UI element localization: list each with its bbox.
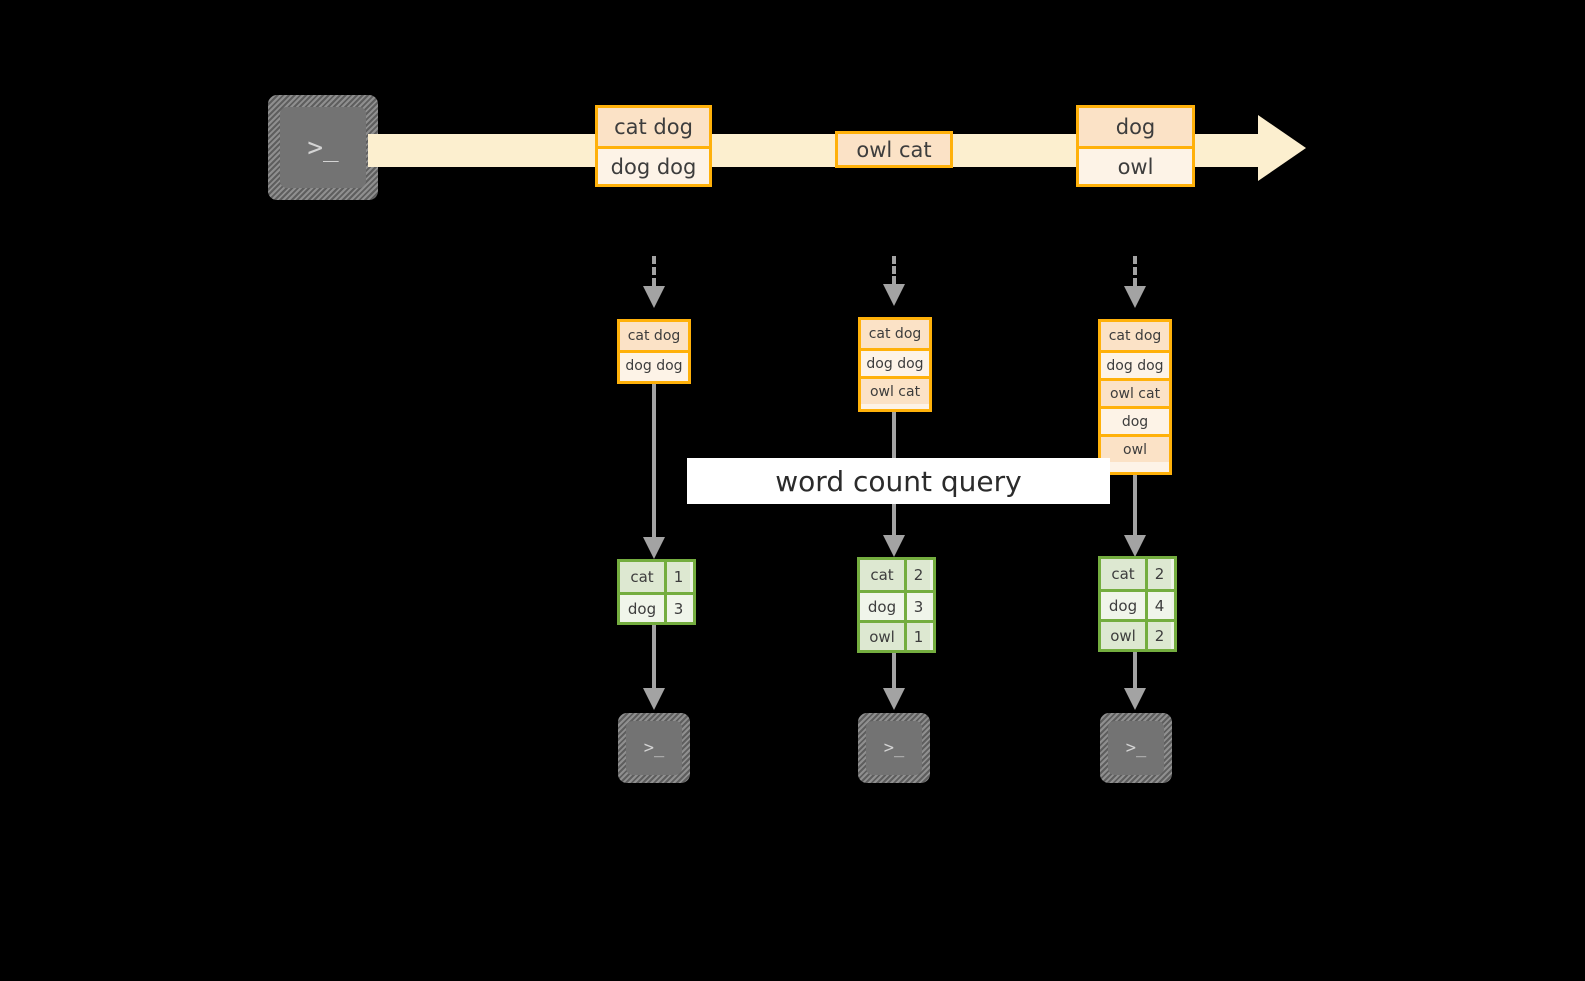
accumulated-event-line: owl cat xyxy=(1101,378,1169,406)
table-row: cat 2 xyxy=(860,560,933,590)
table-cell-count: 4 xyxy=(1145,592,1171,619)
snapshot-3-query-line xyxy=(1133,475,1137,537)
snapshot-3-trigger-arrowhead xyxy=(1124,286,1146,308)
snapshot-1-trigger-arrowhead xyxy=(643,286,665,308)
sink-terminal-glyph: >_ xyxy=(643,737,665,758)
accumulated-event-line: cat dog xyxy=(861,320,929,348)
source-terminal-glyph: >_ xyxy=(307,132,339,163)
stream-event-group-2: owl cat xyxy=(835,131,953,168)
table-cell-count: 2 xyxy=(1145,622,1171,649)
snapshot-1-sink-terminal-icon: >_ xyxy=(618,713,690,783)
table-row: owl 1 xyxy=(860,620,933,650)
table-cell-word: dog xyxy=(860,593,904,620)
table-cell-word: cat xyxy=(620,562,664,592)
accumulated-event-line: dog dog xyxy=(861,348,929,376)
table-cell-word: cat xyxy=(1101,559,1145,589)
table-row: dog 3 xyxy=(620,592,693,622)
snapshot-3-sink-terminal-icon: >_ xyxy=(1100,713,1172,783)
snapshot-2-sink-terminal-icon: >_ xyxy=(858,713,930,783)
snapshot-1-query-arrowhead xyxy=(643,537,665,559)
table-cell-word: dog xyxy=(620,595,664,622)
snapshot-3-result-table: cat 2 dog 4 owl 2 xyxy=(1098,556,1177,652)
accumulated-event-line: owl cat xyxy=(861,376,929,404)
accumulated-event-line: owl xyxy=(1101,434,1169,462)
snapshot-1-sink-line xyxy=(652,625,656,690)
stream-event-line: owl xyxy=(1079,146,1192,184)
table-cell-word: owl xyxy=(860,623,904,650)
stream-event-line: cat dog xyxy=(598,108,709,146)
snapshot-3-sink-line xyxy=(1133,652,1137,690)
table-row: cat 1 xyxy=(620,562,693,592)
snapshot-2-trigger-arrowhead xyxy=(883,284,905,306)
accumulated-event-line: cat dog xyxy=(1101,322,1169,350)
accumulated-event-line: dog xyxy=(1101,406,1169,434)
snapshot-2-accumulated-events: cat dog dog dog owl cat xyxy=(858,317,932,412)
snapshot-1-accumulated-events: cat dog dog dog xyxy=(617,319,691,384)
snapshot-2-sink-line xyxy=(892,653,896,690)
arrow-right-icon xyxy=(1258,115,1306,181)
table-cell-word: owl xyxy=(1101,622,1145,649)
sink-terminal-glyph: >_ xyxy=(883,737,905,758)
table-row: dog 4 xyxy=(1101,589,1174,619)
stream-event-group-1: cat dog dog dog xyxy=(595,105,712,187)
table-row: owl 2 xyxy=(1101,619,1174,649)
table-cell-count: 1 xyxy=(664,562,690,592)
snapshot-1-result-table: cat 1 dog 3 xyxy=(617,559,696,625)
snapshot-1-sink-arrowhead xyxy=(643,688,665,710)
snapshot-3-query-arrowhead xyxy=(1124,535,1146,557)
table-cell-count: 2 xyxy=(904,560,930,590)
snapshot-3-trigger-line xyxy=(1133,256,1137,286)
snapshot-2-query-arrowhead xyxy=(883,535,905,557)
table-cell-word: dog xyxy=(1101,592,1145,619)
table-cell-word: cat xyxy=(860,560,904,590)
stream-event-group-3: dog owl xyxy=(1076,105,1195,187)
source-terminal-icon: >_ xyxy=(268,95,378,200)
snapshot-1-trigger-line xyxy=(652,256,656,286)
table-cell-count: 2 xyxy=(1145,559,1171,589)
table-cell-count: 3 xyxy=(904,593,930,620)
stream-event-line: dog dog xyxy=(598,146,709,184)
table-cell-count: 1 xyxy=(904,623,930,650)
snapshot-2-sink-arrowhead xyxy=(883,688,905,710)
snapshot-3-sink-arrowhead xyxy=(1124,688,1146,710)
stream-event-line: dog xyxy=(1079,108,1192,146)
snapshot-2-result-table: cat 2 dog 3 owl 1 xyxy=(857,557,936,653)
snapshot-1-query-line xyxy=(652,384,656,539)
table-row: dog 3 xyxy=(860,590,933,620)
accumulated-event-line: cat dog xyxy=(620,322,688,350)
table-row: cat 2 xyxy=(1101,559,1174,589)
snapshot-2-trigger-line xyxy=(892,256,896,284)
table-cell-count: 3 xyxy=(664,595,690,622)
accumulated-event-line: dog dog xyxy=(1101,350,1169,378)
stream-event-line: owl cat xyxy=(838,134,950,165)
sink-terminal-glyph: >_ xyxy=(1125,737,1147,758)
word-count-query-label: word count query xyxy=(687,458,1110,504)
accumulated-event-line: dog dog xyxy=(620,350,688,378)
snapshot-3-accumulated-events: cat dog dog dog owl cat dog owl xyxy=(1098,319,1172,475)
